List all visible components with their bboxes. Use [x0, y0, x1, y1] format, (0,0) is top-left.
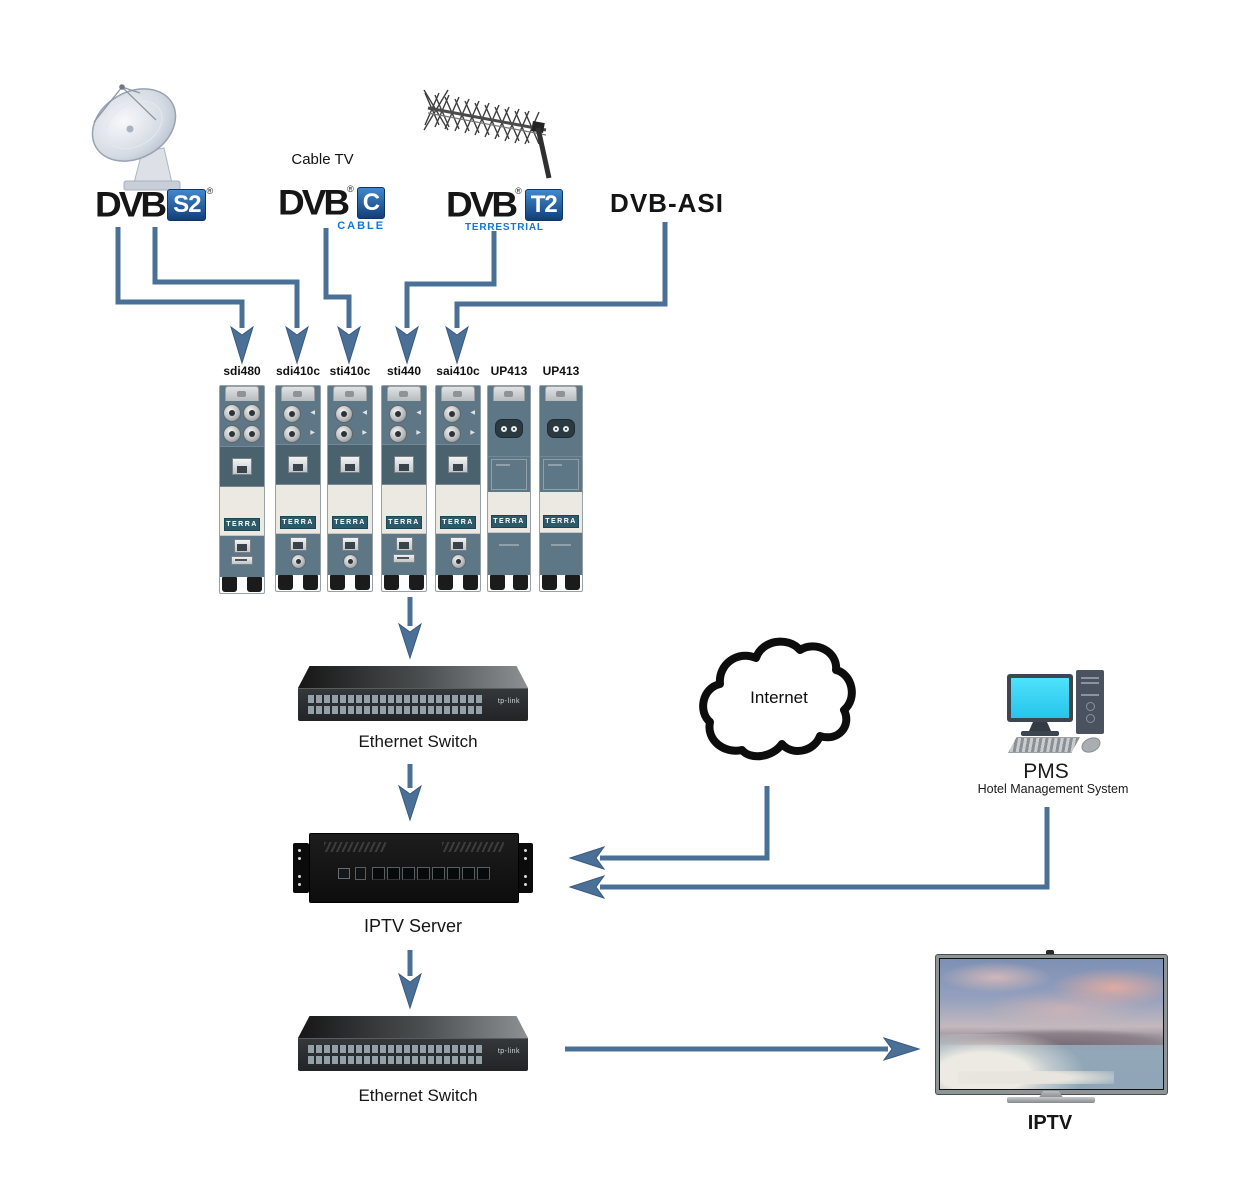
module-label: sdi410c [275, 364, 321, 378]
switch-brand-logo: tp-link [497, 698, 520, 705]
module-label: sdi480 [223, 364, 261, 378]
ethernet-switch-2-icon: tp-link [298, 1016, 528, 1071]
module-sti440: sti440 ◀▶ TERRA [381, 364, 427, 592]
dvb-s2-badge: S2 [167, 189, 207, 221]
dvb-c-logo: DVB ® C CABLE [278, 183, 386, 232]
dvb-word: DVB [95, 185, 167, 224]
status-panel [491, 459, 527, 490]
dvb-t2-sub-label: TERRESTRIAL [464, 222, 544, 233]
ethernet-port-icon [220, 447, 264, 487]
module-bottom [540, 533, 582, 575]
mounting-bracket-icon [387, 386, 421, 401]
brand-badge: TERRA [491, 515, 527, 528]
registered-mark: ® [515, 186, 522, 196]
status-panel [543, 459, 579, 490]
dvb-t2-badge: T2 [524, 189, 563, 221]
module-feet-icon [328, 575, 372, 591]
dvb-s2-logo: DVB S2 ® [95, 185, 214, 224]
dvb-asi-label: DVB-ASI [610, 188, 724, 218]
module-label: sti410c [329, 364, 371, 378]
dvb-word: DVB [278, 183, 350, 222]
brand-badge: TERRA [280, 516, 316, 529]
switch-ports-icon [308, 1045, 482, 1067]
brand-badge: TERRA [332, 516, 368, 529]
module-feet-icon [488, 575, 530, 591]
mounting-bracket-icon [333, 386, 367, 401]
module-sdi410c: sdi410c ◀▶ TERRA [275, 364, 321, 592]
module-feet-icon [276, 575, 320, 591]
module-bottom [488, 533, 530, 575]
module-label: UP413 [490, 364, 528, 378]
ethernet-port-icon [436, 445, 480, 485]
pc-tower-icon [1076, 670, 1104, 734]
dvb-c-sub-label: CABLE [337, 220, 386, 232]
mounting-bracket-icon [545, 386, 577, 401]
module-bottom-ports-icon [220, 536, 264, 577]
module-feet-icon [540, 575, 582, 591]
internet-label: Internet [750, 688, 808, 707]
module-bottom-ports-icon [382, 534, 426, 575]
ethernet-switch-1-icon: tp-link [298, 666, 528, 721]
monitor-icon [1007, 674, 1073, 722]
pms-subtitle: Hotel Management System [977, 782, 1129, 796]
rf-input-ports-icon: ◀▶ [328, 401, 372, 445]
internet-cloud-icon [699, 637, 856, 761]
cable-tv-heading: Cable TV [291, 151, 354, 168]
rf-input-ports-icon [220, 401, 264, 447]
module-label: UP413 [542, 364, 580, 378]
dvb-c-badge: C [356, 187, 386, 219]
module-feet-icon [382, 575, 426, 591]
module-sti410c: sti410c ◀▶ TERRA [327, 364, 373, 592]
ethernet-port-icon [328, 445, 372, 485]
rf-input-ports-icon: ◀▶ [276, 401, 320, 445]
switch-ports-icon [308, 695, 482, 717]
module-feet-icon [436, 575, 480, 591]
module-up413-1: UP413 TERRA [487, 364, 531, 592]
module-up413-2: UP413 TERRA [539, 364, 583, 592]
tv-screen [940, 959, 1163, 1089]
server-ports-icon [338, 867, 490, 880]
module-bottom-ports-icon [436, 534, 480, 575]
iptv-label: IPTV [1027, 1112, 1073, 1134]
rf-input-ports-icon: ◀▶ [382, 401, 426, 445]
brand-badge: TERRA [440, 516, 476, 529]
satellite-dish-icon [91, 84, 181, 191]
ethernet-switch-1-label: Ethernet Switch [358, 732, 478, 751]
module-sdi480: sdi480 TERRA [219, 364, 265, 594]
module-label: sai410c [436, 364, 480, 378]
brand-badge: TERRA [224, 518, 260, 531]
registered-mark: ® [347, 184, 354, 194]
asi-input-ports-icon: ◀▶ [436, 401, 480, 445]
module-feet-icon [220, 577, 264, 593]
mounting-bracket-icon [281, 386, 315, 401]
ethernet-port-icon [382, 445, 426, 485]
module-label: sti440 [386, 364, 422, 378]
switch-brand-logo: tp-link [497, 1048, 520, 1055]
mounting-bracket-icon [493, 386, 525, 401]
terrestrial-antenna-icon [423, 89, 552, 179]
power-inlet-icon [488, 401, 530, 457]
mounting-bracket-icon [225, 386, 259, 401]
dvb-word: DVB [446, 185, 518, 224]
brand-badge: TERRA [386, 516, 422, 529]
ethernet-port-icon [276, 445, 320, 485]
keyboard-icon [1008, 737, 1080, 753]
dvb-t2-logo: DVB ® T2 TERRESTRIAL [446, 185, 563, 233]
mouse-icon [1078, 734, 1104, 756]
mounting-bracket-icon [441, 386, 475, 401]
pms-title: PMS [1023, 760, 1069, 783]
module-bottom-ports-icon [276, 534, 320, 575]
ethernet-switch-2-label: Ethernet Switch [358, 1086, 478, 1105]
iptv-server-label: IPTV Server [363, 916, 463, 936]
brand-badge: TERRA [543, 515, 579, 528]
module-bottom-ports-icon [328, 534, 372, 575]
power-inlet-icon [540, 401, 582, 457]
registered-mark: ® [206, 186, 214, 196]
module-sai410c: sai410c ◀▶ TERRA [435, 364, 481, 592]
